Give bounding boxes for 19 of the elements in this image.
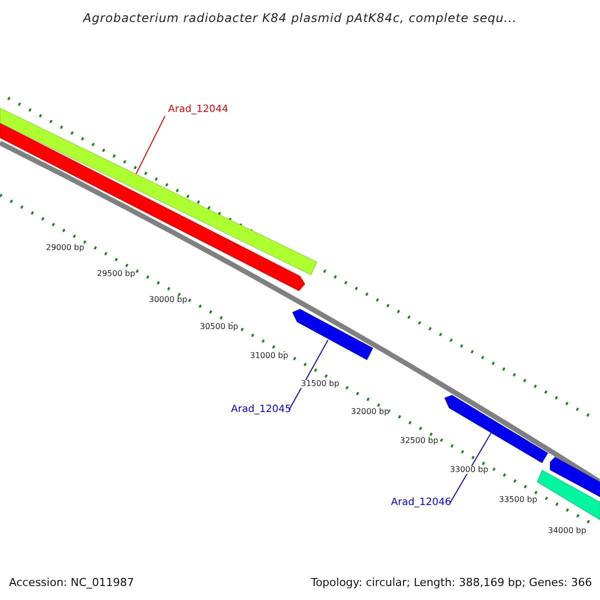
scale-label: 29500 bp [97,270,136,278]
gene-arrow [292,308,374,361]
scale-label: 33000 bp [450,466,488,474]
scale-label: 31500 bp [301,380,340,388]
gene-label: Arad_12046 [391,498,452,508]
leader-line [450,432,492,504]
footer-text: Accession: NC_011987 [9,577,134,588]
scale-label: 34000 bp [548,527,586,535]
scale-label: 33500 bp [499,496,538,504]
scale-label: 29000 bp [46,244,84,252]
gene-arrow [444,394,549,464]
gene-label: Arad_12044 [168,105,228,115]
gene-label: Arad_12045 [231,405,292,415]
scale-label: 32000 bp [351,408,390,416]
title: Agrobacterium radiobacter K84 plasmid pAtK84c, complete sequ... [82,12,518,24]
leader-line [136,116,166,174]
footer-text: Topology: circular; Length: 388,169 bp; Genes: 366 [310,577,592,588]
leader-line [288,340,328,410]
scale-label: 30500 bp [200,323,238,331]
